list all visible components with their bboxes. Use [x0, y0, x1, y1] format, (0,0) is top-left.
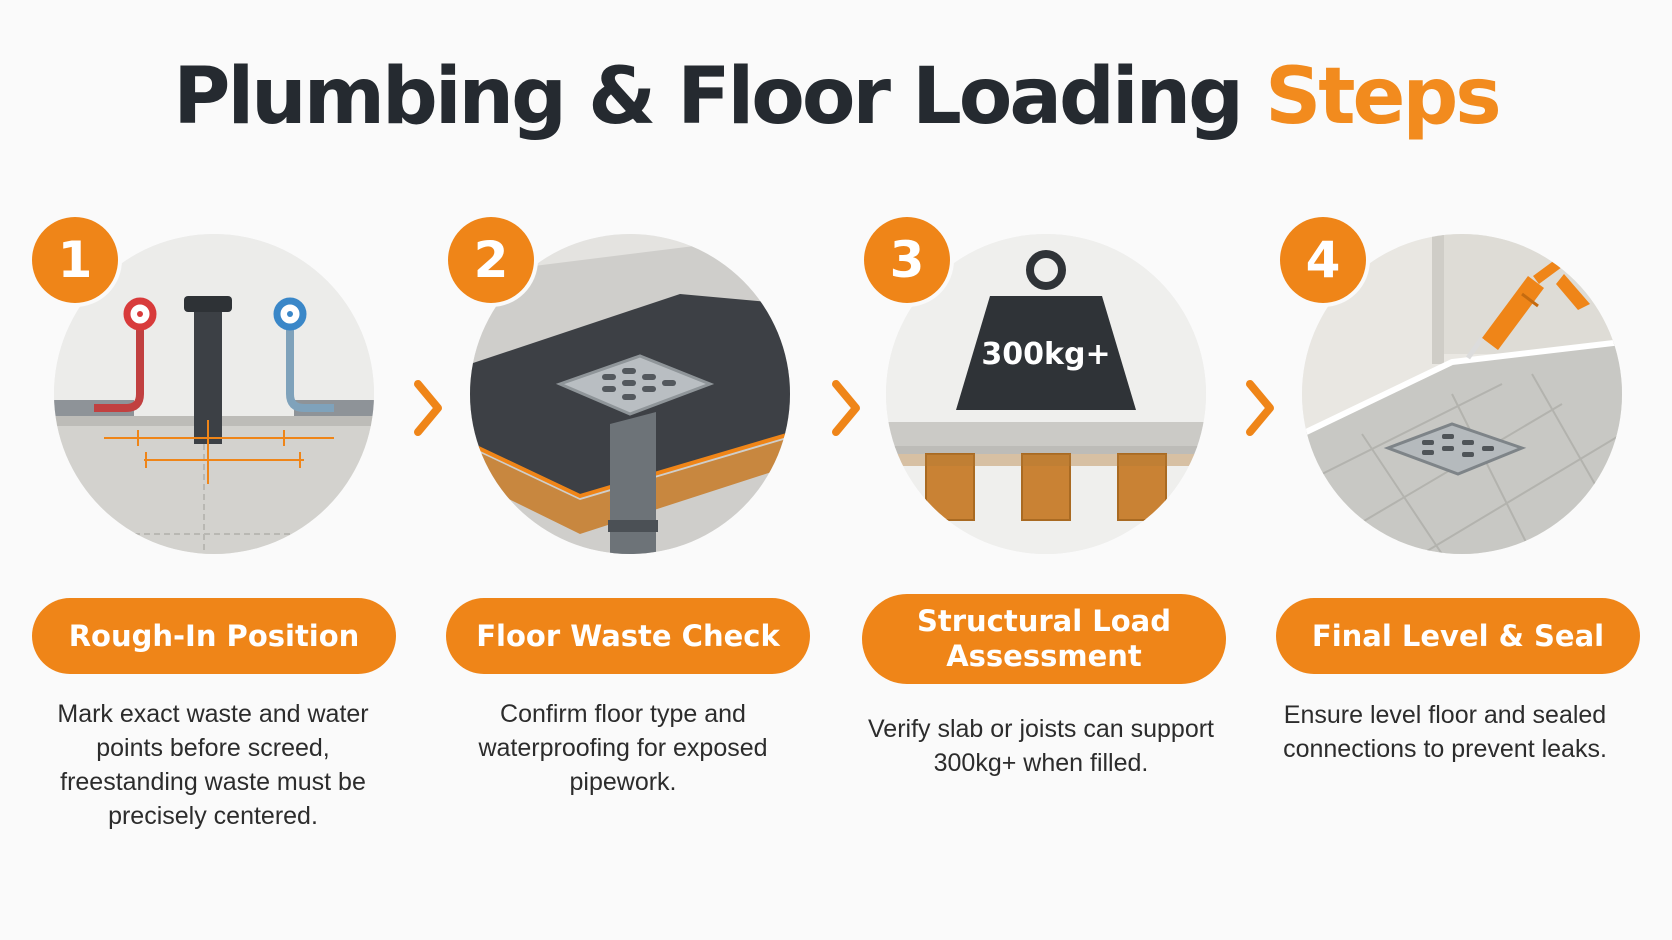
- step-4-description: Ensure level floor and sealed connection…: [1283, 701, 1607, 763]
- step-3-number: 3: [864, 217, 950, 303]
- step-4-heading: Final Level & Seal: [1276, 598, 1640, 674]
- step-3-heading: Structural Load Assessment: [862, 594, 1226, 684]
- step-3-description: Verify slab or joists can support 300kg+…: [868, 715, 1214, 777]
- floor-waste-drain-icon: [470, 234, 790, 554]
- weight-on-joists-icon: 300kg+: [886, 234, 1206, 554]
- step-2-number: 2: [448, 217, 534, 303]
- step-1: 1 Rough-In Position Mark exact waste and…: [30, 0, 410, 940]
- step-4: 4 Final Level & Seal Ensure level floor …: [1276, 0, 1658, 940]
- step-1-description: Mark exact waste and water points before…: [57, 700, 369, 830]
- step-2-heading: Floor Waste Check: [446, 598, 810, 674]
- step-1-heading: Rough-In Position: [32, 598, 396, 674]
- step-3: 300kg+ 3 Structural Load Assessment Veri…: [862, 0, 1242, 940]
- title-main: Plumbing & Floor Loading: [173, 52, 1244, 142]
- weight-label: 300kg+: [981, 337, 1110, 372]
- chevron-right-icon: [1246, 380, 1274, 436]
- step-2: 2 Floor Waste Check Confirm floor type a…: [446, 0, 826, 940]
- step-2-description: Confirm floor type and waterproofing for…: [478, 700, 768, 796]
- chevron-right-icon: [832, 380, 860, 436]
- page-title: Plumbing & Floor Loading Steps: [0, 58, 1672, 136]
- chevron-right-icon: [414, 380, 442, 436]
- step-1-number: 1: [32, 217, 118, 303]
- step-4-number: 4: [1280, 217, 1366, 303]
- title-accent: Steps: [1265, 52, 1502, 142]
